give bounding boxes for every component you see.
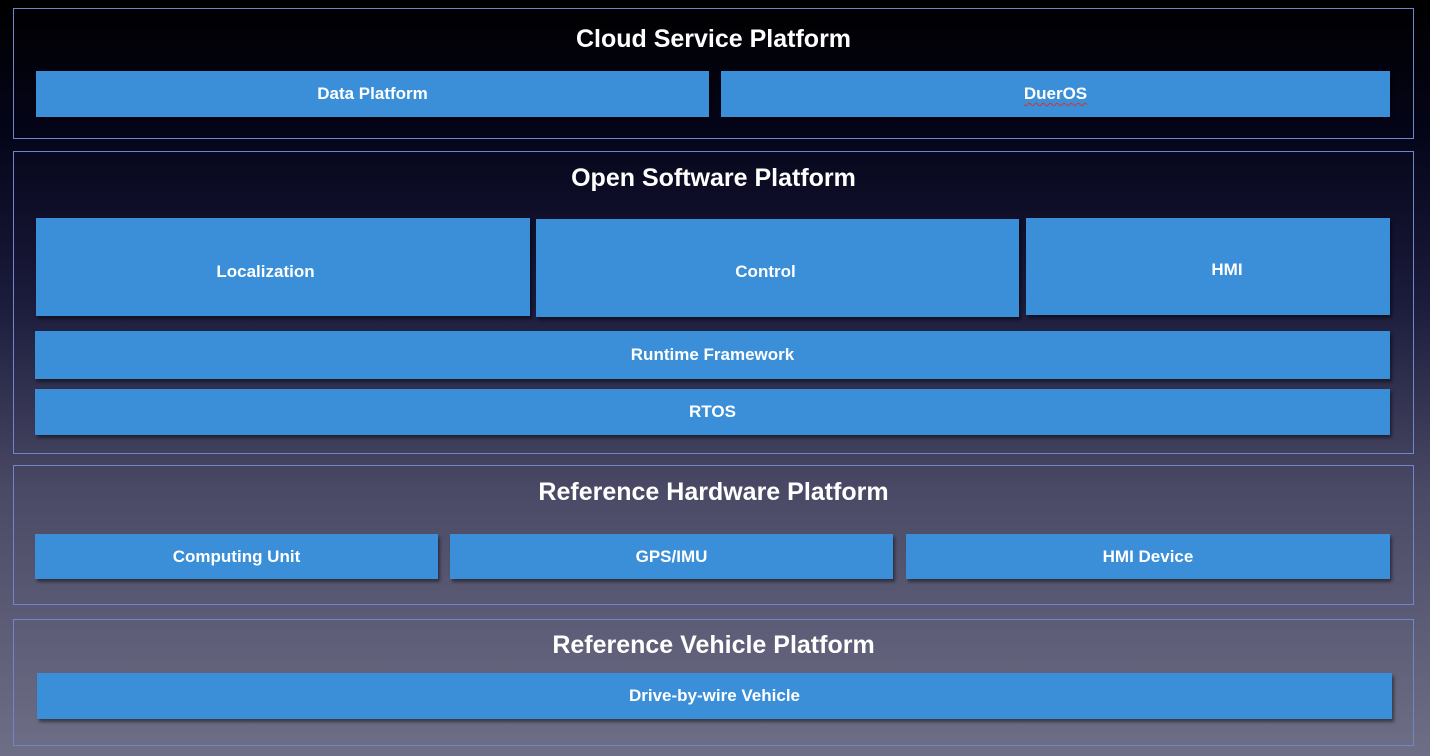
localization-label: Localization bbox=[216, 262, 314, 282]
hmi-device-label: HMI Device bbox=[1103, 547, 1194, 567]
drive-by-wire-vehicle-block: Drive-by-wire Vehicle bbox=[37, 673, 1392, 719]
hmi-device-block: HMI Device bbox=[906, 534, 1390, 579]
computing-unit-block: Computing Unit bbox=[35, 534, 438, 579]
hmi-block: HMI bbox=[1026, 218, 1390, 315]
rtos-block: RTOS bbox=[35, 389, 1390, 435]
reference-hardware-platform-title: Reference Hardware Platform bbox=[14, 478, 1413, 507]
reference-vehicle-platform-title: Reference Vehicle Platform bbox=[14, 631, 1413, 660]
gps-imu-label: GPS/IMU bbox=[636, 547, 708, 567]
dueros-label: DuerOS bbox=[1024, 84, 1087, 104]
runtime-framework-block: Runtime Framework bbox=[35, 331, 1390, 379]
data-platform-label: Data Platform bbox=[317, 84, 428, 104]
gps-imu-block: GPS/IMU bbox=[450, 534, 893, 579]
runtime-framework-label: Runtime Framework bbox=[631, 345, 794, 365]
drive-by-wire-vehicle-label: Drive-by-wire Vehicle bbox=[629, 686, 800, 706]
rtos-label: RTOS bbox=[689, 402, 736, 422]
open-software-platform-title: Open Software Platform bbox=[14, 164, 1413, 193]
hmi-label: HMI bbox=[1211, 260, 1242, 280]
cloud-service-platform-title: Cloud Service Platform bbox=[14, 25, 1413, 54]
localization-block: Localization bbox=[36, 218, 530, 316]
data-platform-block: Data Platform bbox=[36, 71, 709, 117]
control-label: Control bbox=[735, 262, 795, 282]
computing-unit-label: Computing Unit bbox=[173, 547, 300, 567]
dueros-block: DuerOS bbox=[721, 71, 1390, 117]
control-block: Control bbox=[536, 219, 1019, 317]
